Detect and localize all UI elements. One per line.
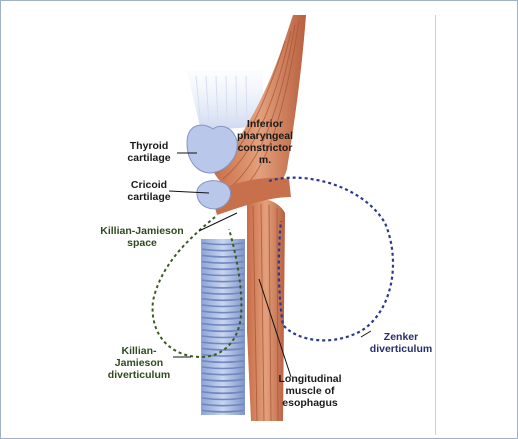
tracheal-ring <box>201 353 245 357</box>
tracheal-ring <box>201 391 245 395</box>
cricopharyngeus <box>211 177 291 215</box>
divider-line <box>435 15 436 435</box>
label-inferior-constrictor: Inferior pharyngeal constrictor m. <box>236 118 294 166</box>
tracheal-ring <box>201 329 245 333</box>
leader-zenker <box>360 330 372 338</box>
label-killian-jamieson-diverticulum: Killian- Jamieson diverticulum <box>107 345 171 381</box>
tracheal-ring <box>201 372 245 376</box>
tracheal-ring <box>201 260 245 264</box>
tracheal-ring <box>201 409 245 413</box>
membrane-striations <box>195 75 248 127</box>
leader-cricoid <box>168 190 210 194</box>
tracheal-ring <box>201 360 245 364</box>
label-killian-jamieson-space: Killian-Jamieson space <box>100 225 184 249</box>
tracheal-ring <box>201 248 245 252</box>
trachea <box>201 239 245 415</box>
tracheal-ring <box>201 254 245 258</box>
cricoid-cartilage <box>196 180 231 210</box>
label-thyroid-cartilage: Thyroid cartilage <box>127 140 171 164</box>
tracheal-ring <box>201 242 245 246</box>
tracheal-ring <box>201 335 245 339</box>
leader-longitudinal <box>258 278 292 378</box>
leader-lines <box>168 152 372 378</box>
label-longitudinal-muscle: Longitudinal muscle of esophagus <box>278 373 342 409</box>
tracheal-ring <box>201 403 245 407</box>
zenker-diverticulum-outline <box>268 176 395 342</box>
label-zenker-diverticulum: Zenker diverticulum <box>369 331 433 355</box>
tracheal-ring <box>201 341 245 345</box>
tracheal-ring <box>201 347 245 351</box>
tracheal-ring <box>201 267 245 271</box>
tracheal-ring <box>201 366 245 370</box>
esophagus-longitudinal-muscle <box>247 197 285 421</box>
tracheal-ring <box>201 378 245 382</box>
label-cricoid-cartilage: Cricoid cartilage <box>127 179 171 203</box>
leader-kj-space <box>198 212 238 232</box>
thyroid-cartilage <box>186 124 238 174</box>
tracheal-ring <box>201 384 245 388</box>
thyrohyoid-membrane <box>187 71 263 131</box>
tracheal-ring <box>201 397 245 401</box>
tracheal-ring <box>201 273 245 277</box>
